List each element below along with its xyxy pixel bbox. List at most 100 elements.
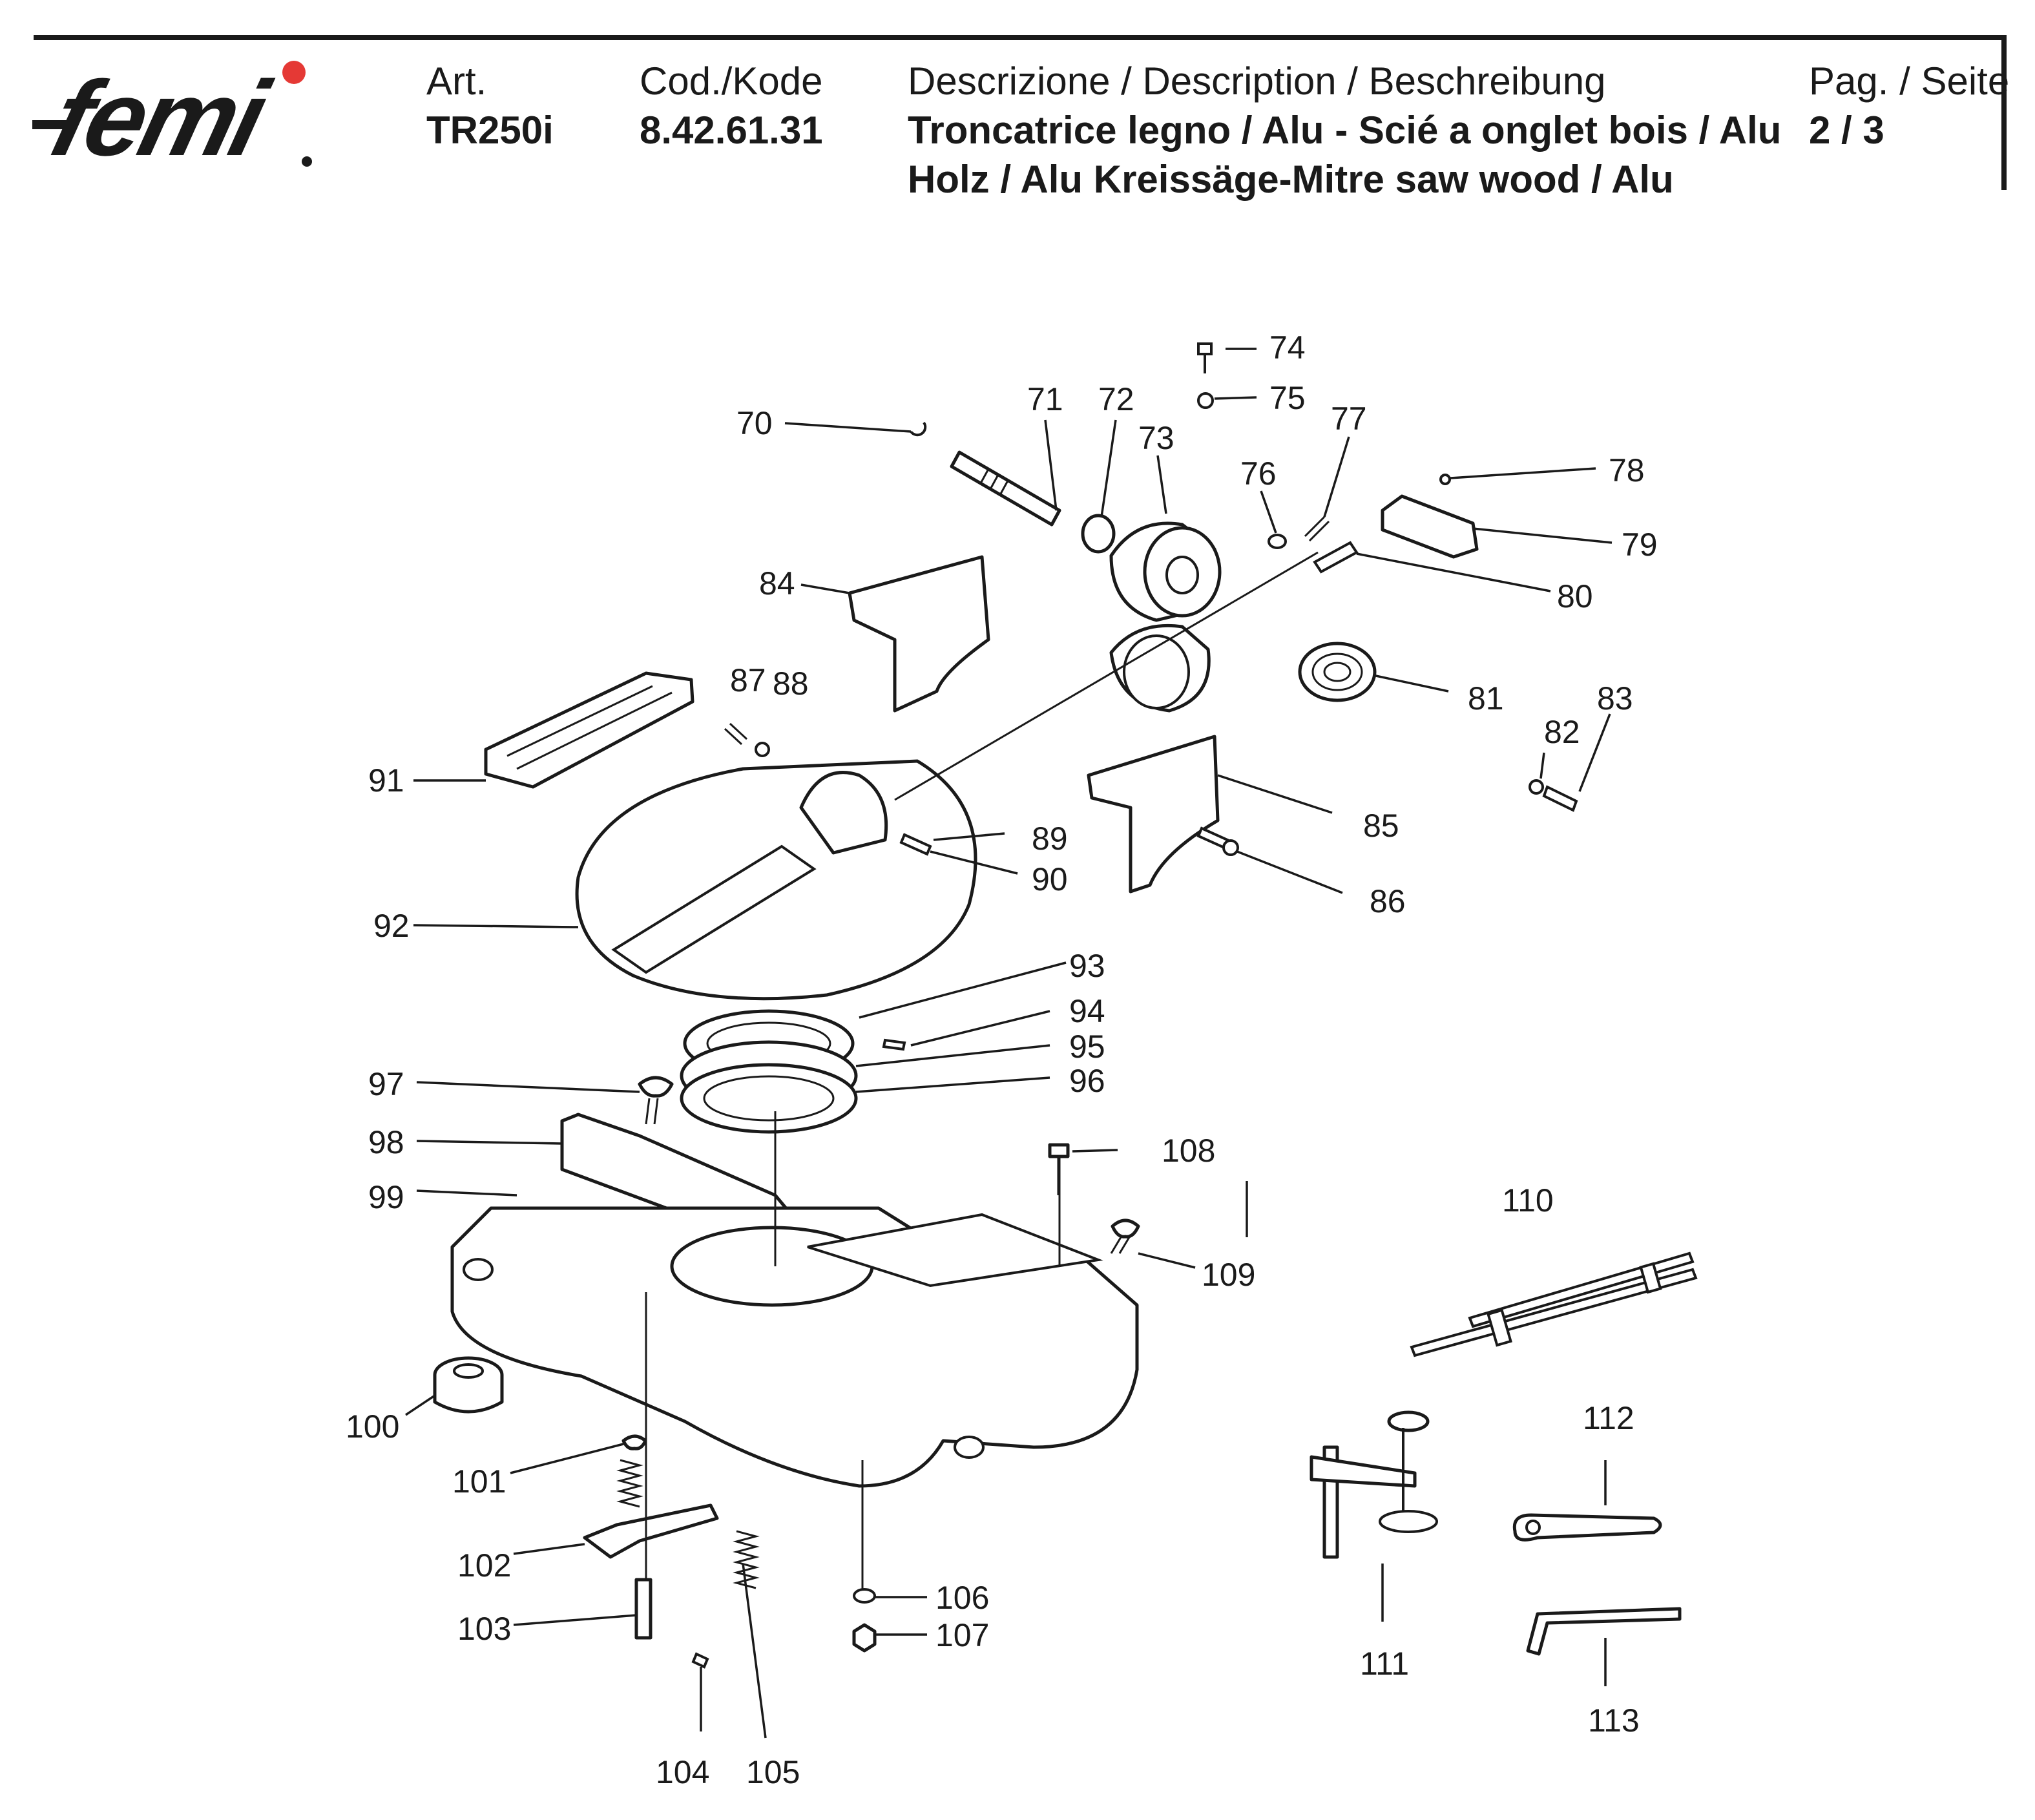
part-72-bearing	[1081, 514, 1116, 554]
label-83: 83	[1597, 680, 1633, 716]
part-spring	[616, 1459, 643, 1508]
label-88: 88	[773, 665, 809, 702]
label-96: 96	[1069, 1063, 1105, 1099]
label-71: 71	[1027, 381, 1063, 417]
code-label: Cod./Kode	[640, 59, 823, 103]
part-96-ring	[680, 1063, 858, 1134]
part-97-thumb-screw	[638, 1076, 674, 1098]
label-78: 78	[1609, 452, 1645, 488]
femi-logo: femi	[32, 58, 312, 174]
header-description: Descrizione / Description / Beschreibung…	[908, 57, 1781, 204]
art-label: Art.	[426, 59, 487, 103]
part-75-washer	[1197, 392, 1214, 409]
desc-line-1: Troncatrice legno / Alu - Scié a onglet …	[908, 109, 1782, 152]
label-87: 87	[730, 662, 766, 698]
label-76: 76	[1240, 455, 1277, 492]
label-102: 102	[457, 1547, 511, 1584]
part-94-pin	[882, 1038, 906, 1051]
header-right-rule	[2001, 35, 2007, 190]
part-77-pin	[1304, 516, 1330, 542]
part-80-pin	[1313, 541, 1359, 574]
part-70-clip	[910, 421, 927, 437]
part-number-labels: 70 71 72 73 74 75 76 77 78 79 80 81 82 8…	[346, 329, 1658, 1790]
header-top-rule	[34, 35, 2007, 40]
label-90: 90	[1032, 861, 1068, 897]
page-label: Pag. / Seite	[1809, 59, 2010, 103]
label-98: 98	[368, 1124, 404, 1160]
leader-lines	[405, 348, 1612, 1739]
desc-label: Descrizione / Description / Beschreibung	[908, 59, 1606, 103]
label-81: 81	[1468, 680, 1504, 716]
svg-text:femi: femi	[41, 58, 281, 174]
label-94: 94	[1069, 993, 1105, 1029]
code-value: 8.42.61.31	[640, 109, 823, 152]
part-78-screw	[1439, 474, 1451, 485]
part-108-screw	[1048, 1143, 1070, 1195]
header-code: Cod./Kode 8.42.61.31	[640, 57, 823, 155]
label-103: 103	[457, 1611, 511, 1647]
label-75: 75	[1269, 380, 1306, 416]
label-91: 91	[368, 762, 404, 799]
label-113: 113	[1588, 1702, 1640, 1739]
base-right-fence	[807, 1213, 1103, 1288]
label-92: 92	[373, 908, 410, 944]
page-value: 2 / 3	[1809, 109, 1884, 152]
part-84-plate	[848, 555, 990, 713]
assembly-axis	[894, 551, 1319, 801]
label-112: 112	[1583, 1400, 1634, 1436]
header-art: Art. TR250i	[426, 57, 554, 155]
label-74: 74	[1269, 329, 1306, 366]
part-102-lever	[583, 1503, 719, 1559]
part-79-handle	[1381, 494, 1479, 559]
part-89-screw	[899, 833, 932, 856]
label-111: 111	[1360, 1646, 1409, 1682]
part-109-knob	[1111, 1219, 1140, 1239]
label-100: 100	[346, 1408, 399, 1445]
part-71-shaft	[950, 450, 1061, 527]
part-103-pin	[634, 1578, 652, 1640]
label-97: 97	[368, 1066, 404, 1102]
part-112-wrench	[1512, 1513, 1662, 1542]
label-84: 84	[759, 565, 795, 601]
label-107: 107	[935, 1617, 989, 1653]
part-105-spring	[733, 1530, 760, 1589]
label-93: 93	[1069, 948, 1105, 984]
desc-line-2: Holz / Alu Kreissäge-Mitre saw wood / Al…	[908, 158, 1674, 201]
part-104-pin	[691, 1652, 709, 1669]
label-80: 80	[1557, 578, 1593, 614]
part-74-screw	[1197, 342, 1213, 373]
part-88-nut	[755, 742, 770, 757]
art-value: TR250i	[426, 109, 554, 152]
label-72: 72	[1098, 381, 1134, 417]
part-113-hex-key	[1526, 1607, 1682, 1656]
part-76-washer	[1268, 534, 1287, 549]
label-79: 79	[1622, 527, 1658, 563]
label-99: 99	[368, 1179, 404, 1215]
part-91-fence	[484, 671, 694, 789]
label-73: 73	[1138, 420, 1174, 456]
part-82-washer	[1529, 779, 1544, 795]
part-87-screw	[724, 722, 748, 746]
label-109: 109	[1202, 1257, 1255, 1293]
label-101: 101	[452, 1463, 506, 1500]
part-85-plate	[1087, 735, 1220, 894]
label-105: 105	[746, 1754, 800, 1790]
label-110: 110	[1502, 1182, 1554, 1219]
part-107-nut	[852, 1623, 877, 1653]
part-110-rod	[1410, 1268, 1698, 1357]
label-82: 82	[1544, 714, 1580, 750]
part-83-bolt	[1542, 785, 1578, 812]
label-89: 89	[1032, 821, 1068, 857]
label-106: 106	[935, 1580, 989, 1616]
logo-red-dot	[282, 61, 306, 84]
part-81-spring	[1298, 642, 1377, 702]
label-77: 77	[1331, 401, 1367, 437]
label-104: 104	[656, 1754, 709, 1790]
part-106-washer	[853, 1588, 876, 1604]
base-turntable-recess	[670, 1226, 874, 1307]
label-95: 95	[1069, 1029, 1105, 1065]
header-page: Pag. / Seite 2 / 3	[1809, 57, 2009, 155]
label-86: 86	[1370, 883, 1406, 919]
label-85: 85	[1363, 808, 1399, 844]
